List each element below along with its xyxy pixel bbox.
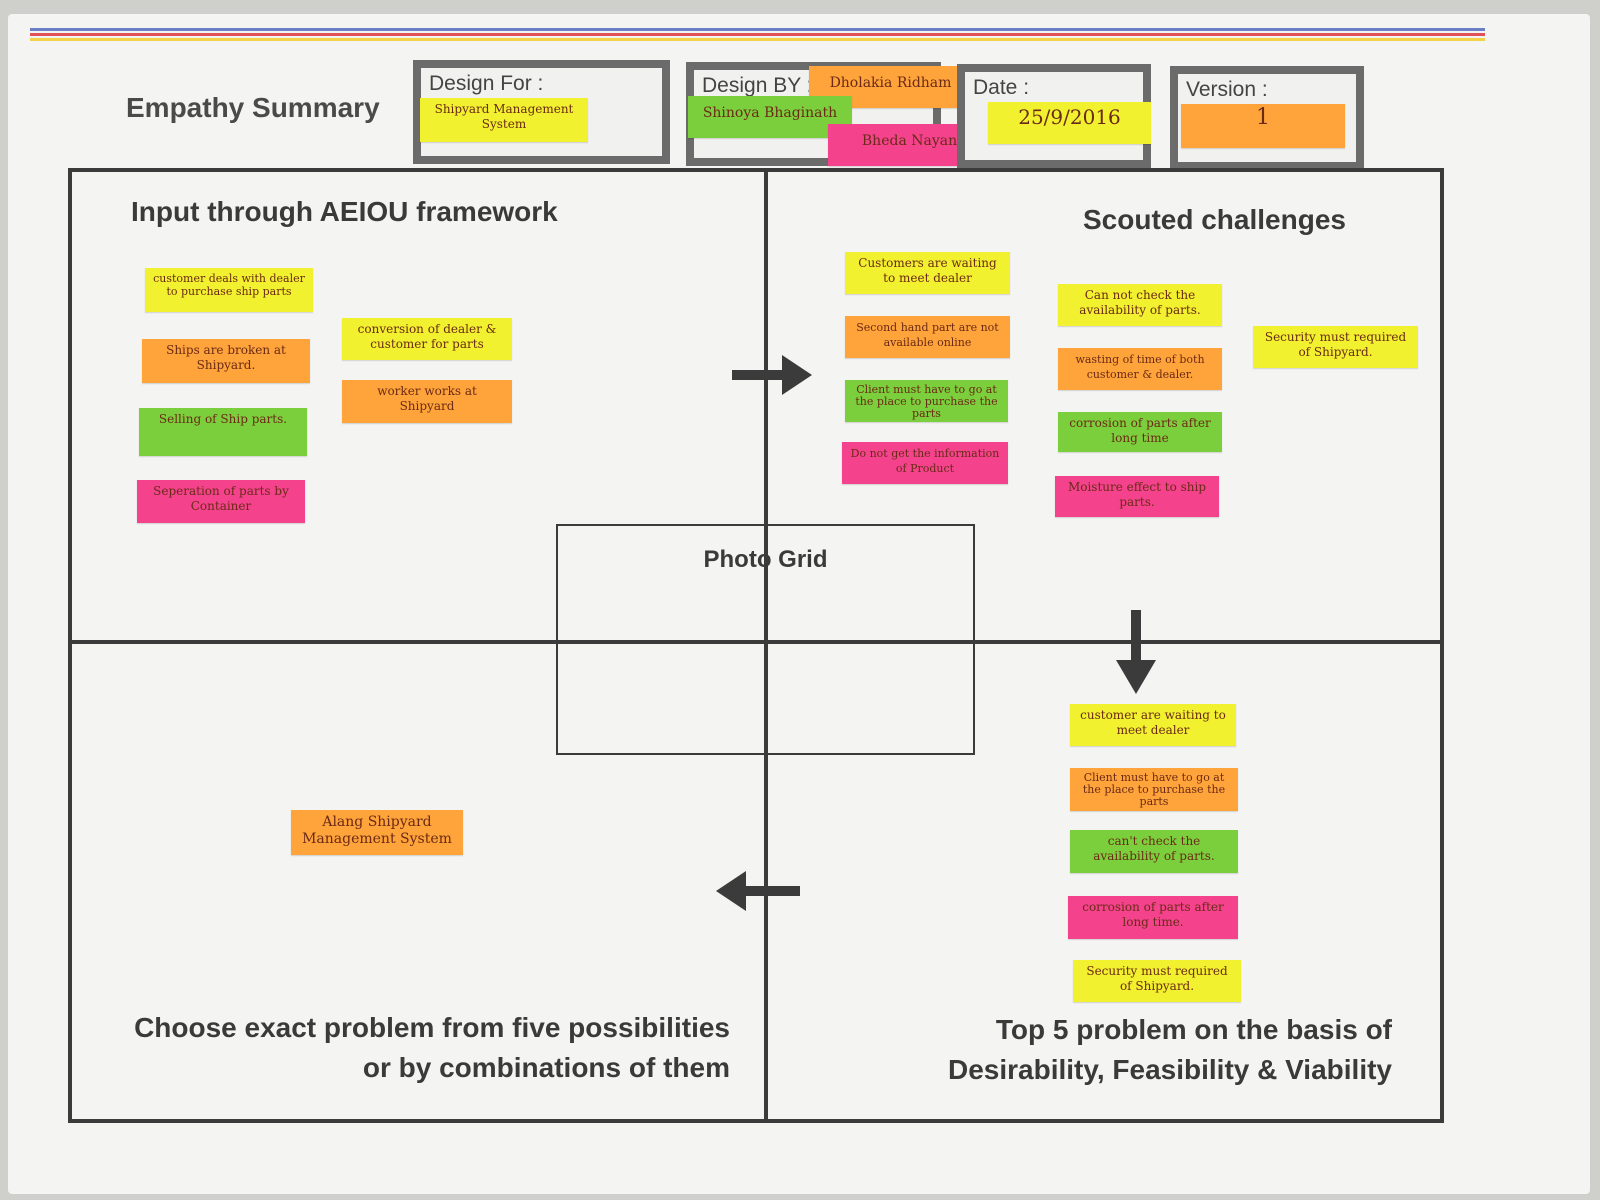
arrow-left-shaft (744, 886, 800, 896)
empathy-poster (8, 14, 1590, 1194)
aeiou-title: Input through AEIOU framework (131, 196, 558, 227)
challenge-note: Can not check the availability of parts. (1058, 284, 1222, 326)
arrow-right-shaft (732, 370, 784, 380)
top5-line-1: Top 5 problem on the basis of (995, 1014, 1392, 1045)
quadrant-frame (68, 168, 1444, 1123)
aeiou-note: Seperation of parts by Container (137, 480, 305, 523)
top5-title: Top 5 problem on the basis of Desirabili… (840, 1010, 1392, 1090)
challenge-note: wasting of time of both customer & deale… (1058, 348, 1222, 390)
challenge-note: Do not get the information of Product (842, 442, 1008, 484)
horizontal-divider (68, 640, 1444, 644)
aeiou-note: Selling of Ship parts. (139, 408, 307, 456)
date-label: Date : (973, 76, 1030, 99)
design-for-value: Shipyard Management System (434, 102, 574, 131)
top5-note: can't check the availability of parts. (1070, 830, 1238, 873)
date-value: 25/9/2016 (1018, 105, 1121, 129)
arrow-down-shaft (1131, 610, 1141, 662)
challenge-note: Moisture effect to ship parts. (1055, 476, 1219, 517)
version-label: Version : (1186, 78, 1268, 101)
arrow-down-head (1116, 660, 1156, 694)
stripe-yellow (30, 38, 1485, 41)
aeiou-note: conversion of dealer & customer for part… (342, 318, 512, 360)
choose-problem-line-1: Choose exact problem from five possibili… (134, 1012, 730, 1043)
page-title: Empathy Summary (126, 92, 380, 123)
top5-note: Security must required of Shipyard. (1073, 960, 1241, 1002)
top5-line-2: Desirability, Feasibility & Viability (947, 1054, 1392, 1085)
design-by-note-2: Shinoya Bhaginath (688, 96, 852, 138)
version-value: 1 (1256, 105, 1270, 130)
aeiou-note: worker works at Shipyard (342, 380, 512, 423)
designer-name: Shinoya Bhaginath (702, 105, 838, 121)
challenge-note: Security must required of Shipyard. (1253, 326, 1418, 368)
top5-note: customer are waiting to meet dealer (1070, 704, 1236, 746)
design-for-label: Design For : (429, 72, 544, 95)
date-note: 25/9/2016 (988, 102, 1151, 144)
version-note: 1 (1181, 104, 1345, 148)
designer-name: Dholakia Ridham (829, 75, 952, 91)
aeiou-note: customer deals with dealer to purchase s… (145, 268, 313, 312)
design-by-label: Design BY : (702, 74, 813, 97)
challenge-note: Client must have to go at the place to p… (845, 380, 1008, 422)
photo-grid-box: Photo Grid (556, 524, 975, 755)
choose-problem-line-2: or by combinations of them (362, 1052, 730, 1083)
scouted-challenges-title: Scouted challenges (1083, 204, 1346, 235)
top5-note: Client must have to go at the place to p… (1070, 768, 1238, 811)
top5-note: corrosion of parts after long time. (1068, 896, 1238, 939)
photo-grid-label: Photo Grid (703, 546, 828, 573)
final-problem-note: Alang Shipyard Management System (291, 810, 463, 855)
choose-problem-title: Choose exact problem from five possibili… (90, 1008, 730, 1088)
vertical-divider (764, 168, 768, 1123)
designer-name: Bheda Nayan (861, 133, 958, 149)
arrow-left-head (716, 871, 746, 911)
arrow-right-head (782, 355, 812, 395)
stripe-red (30, 33, 1485, 36)
aeiou-note: Ships are broken at Shipyard. (142, 339, 310, 383)
design-for-note: Shipyard Management System (420, 98, 588, 142)
stripe-blue (30, 28, 1485, 31)
challenge-note: Second hand part are not available onlin… (845, 316, 1010, 358)
challenge-note: Customers are waiting to meet dealer (845, 252, 1010, 294)
challenge-note: corrosion of parts after long time (1058, 412, 1222, 452)
